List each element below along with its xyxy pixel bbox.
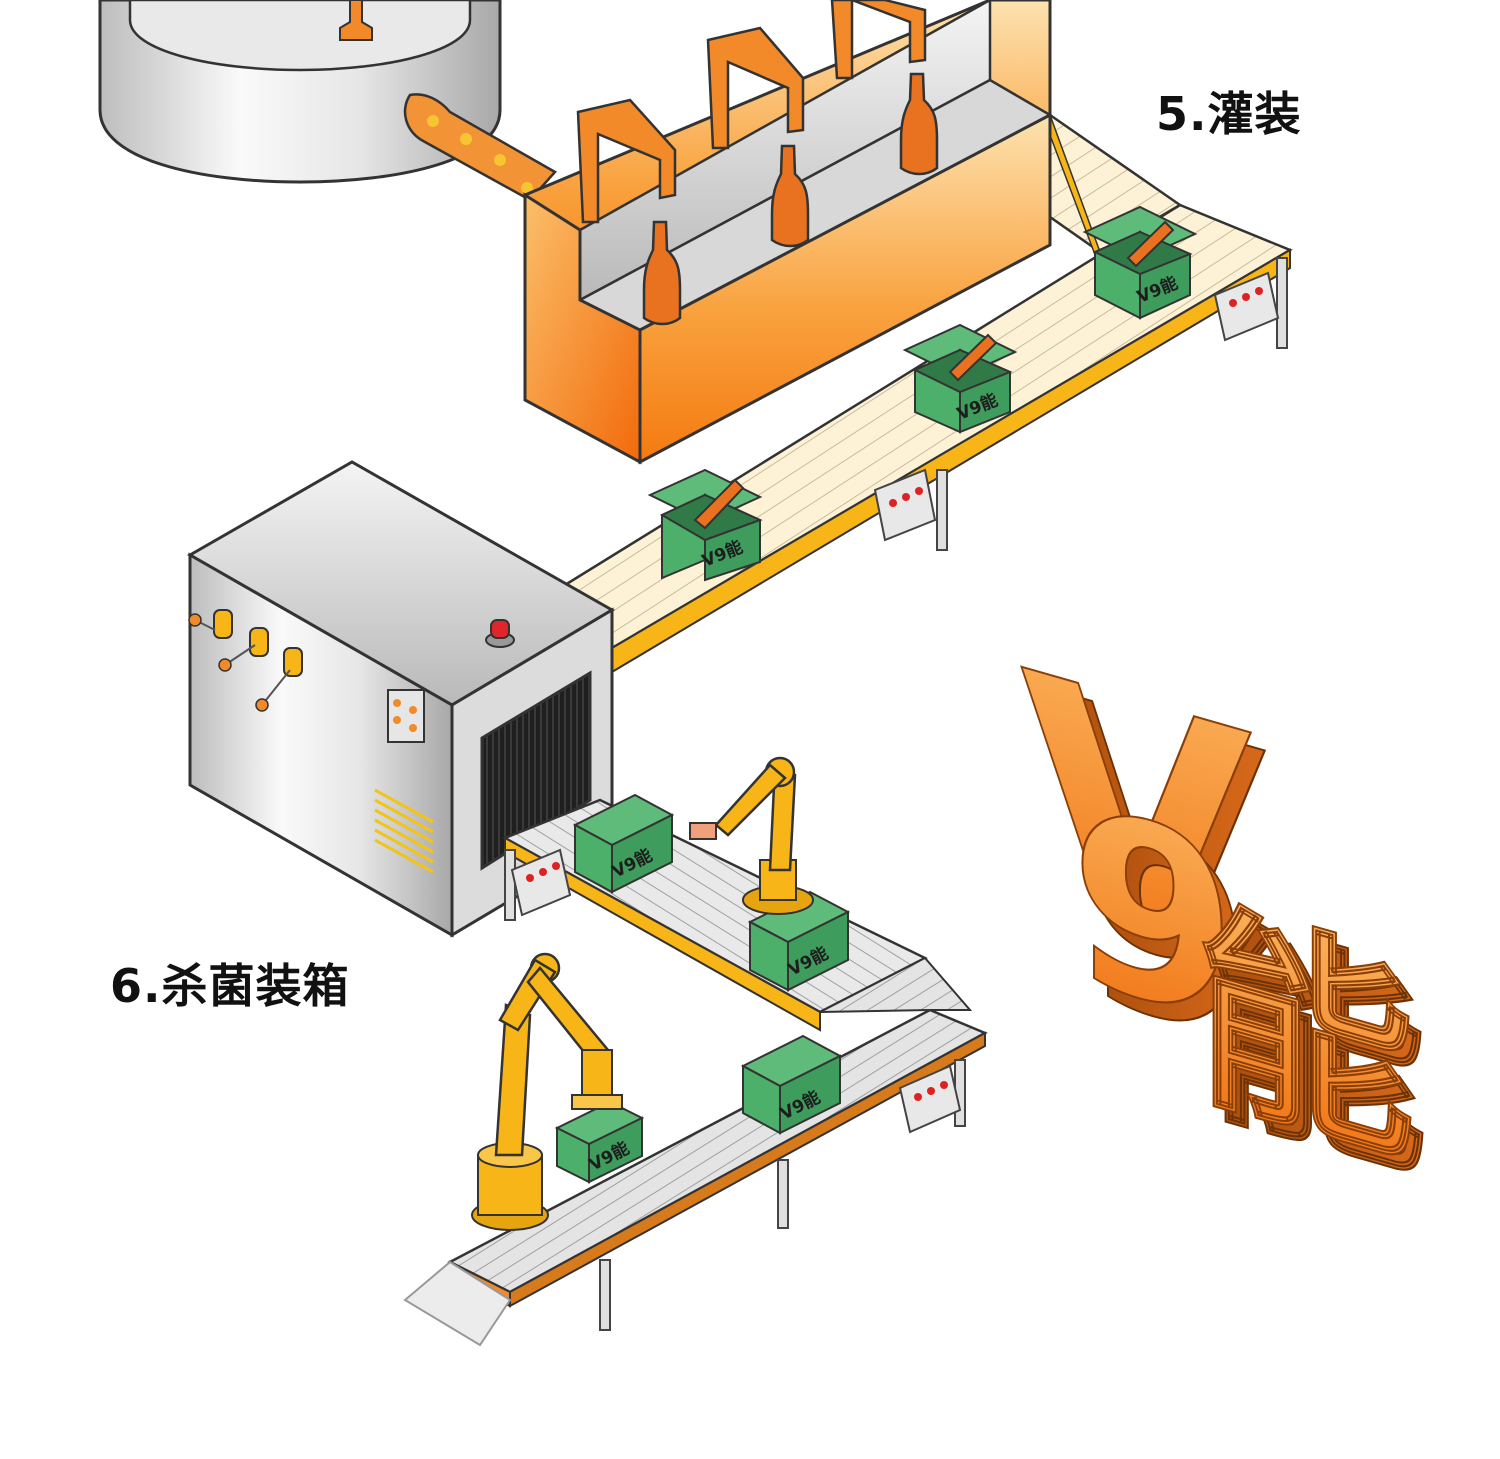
conveyor-icon — [403, 956, 988, 1347]
tank-icon — [98, 0, 502, 184]
control-panel-icon — [873, 271, 1280, 542]
brand-neng-shadow: 能 — [1207, 892, 1427, 1211]
brand-9: 9 — [1070, 753, 1237, 1080]
brand-v: V — [1020, 608, 1254, 1024]
brand-9-shadow: 9 — [1084, 771, 1251, 1098]
box-icon: V9能 V9能 V9能 — [647, 205, 1198, 582]
box-icon: V9能 V9能 V9能 V9能 — [554, 793, 851, 1184]
bottle-icon — [642, 72, 939, 326]
brand-v-shadow: V — [1034, 626, 1268, 1042]
pipe — [403, 93, 557, 202]
robot-arm-icon — [689, 756, 814, 915]
step-5-label: 5.灌装 — [1156, 87, 1302, 141]
robot-arm-icon — [471, 952, 623, 1231]
brand-logo: V V 9 9 能 能 — [1019, 607, 1428, 1212]
step-6-label: 6.杀菌装箱 — [110, 959, 350, 1013]
